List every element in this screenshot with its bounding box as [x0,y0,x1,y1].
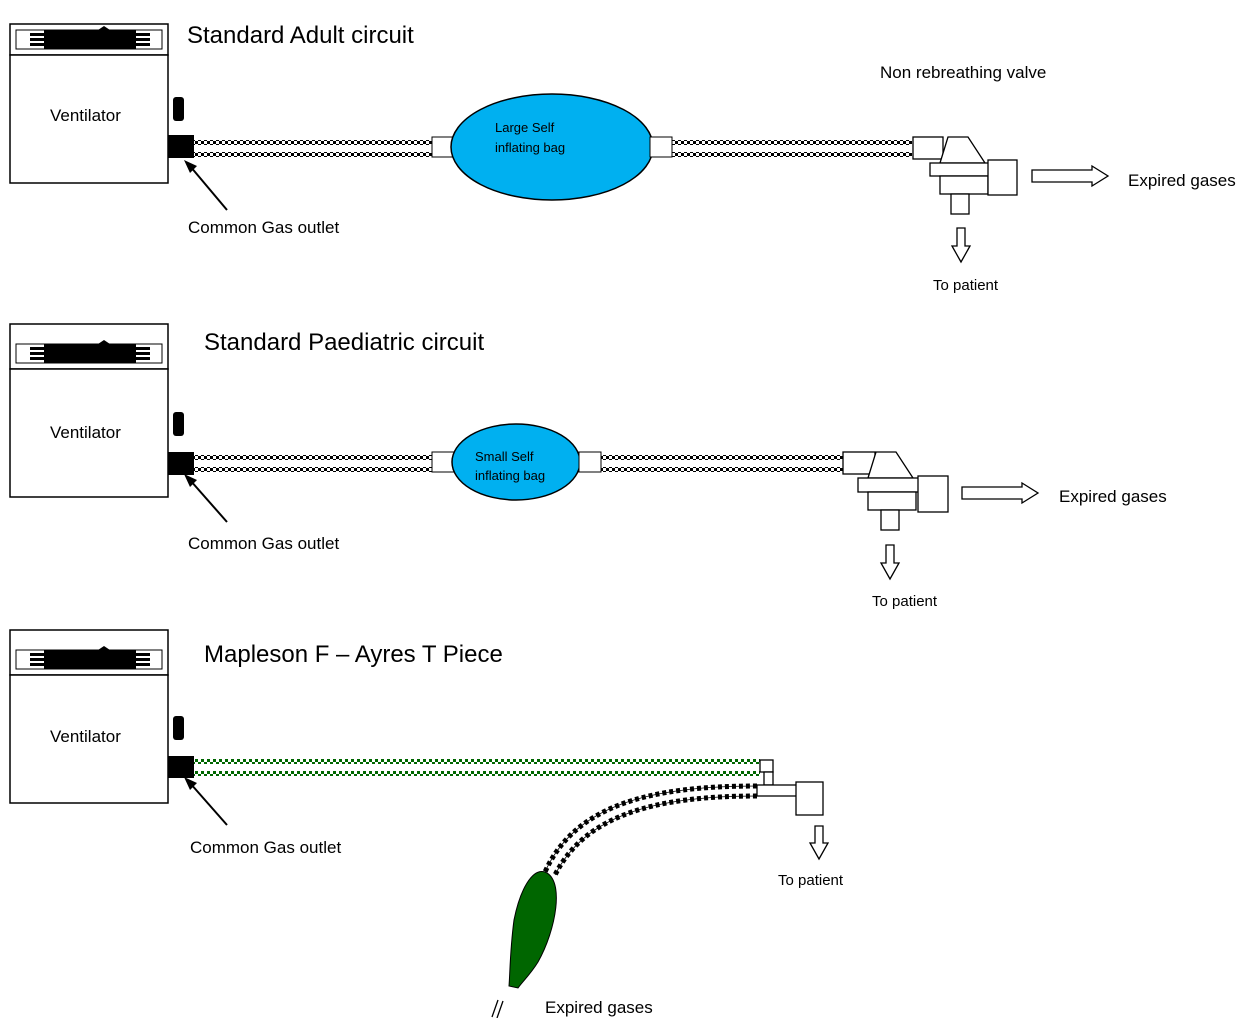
green-corrugated-tube [194,759,760,764]
corrugated-tube [601,455,843,460]
expired-label: Expired gases [1128,171,1236,190]
gas-outlet-label: Common Gas outlet [188,534,339,553]
ventilator-knob [173,97,184,121]
gas-outlet-label: Common Gas outlet [188,218,339,237]
expired-arrow-icon [961,481,1040,505]
adult-circuit-title: Standard Adult circuit [187,22,414,49]
paediatric-circuit-section: Standard Paediatric circuit Ventilator S… [9,323,1167,610]
adult-circuit-section: Standard Adult circuit Ventilator Large … [9,22,1236,294]
corrugated-tube [672,140,912,145]
patient-label: To patient [872,593,938,610]
bag-connector [431,451,455,473]
mapleson-reservoir-bag [508,871,557,989]
bellows-icon [44,26,136,49]
ventilator-label: Ventilator [50,423,121,442]
bag-label-line2: inflating bag [475,468,545,483]
pointer-arrow-icon [189,165,228,211]
ventilator-label: Ventilator [50,106,121,125]
corrugated-tube [194,140,432,145]
t-piece-connector [756,759,824,816]
bag-connector [649,136,673,158]
ventilator-knob [173,412,184,436]
common-gas-outlet-port [168,452,194,475]
gas-outlet-label: Common Gas outlet [190,838,341,857]
common-gas-outlet-port [168,756,194,778]
common-gas-outlet-port [168,135,194,158]
expired-label: Expired gases [545,998,653,1017]
ventilator-unit: Ventilator [9,23,194,184]
bag-label-line1: Large Self [495,120,555,135]
pointer-arrow-icon [189,782,228,826]
patient-label: To patient [933,277,999,294]
bag-label-line1: Small Self [475,449,534,464]
to-patient-arrow-icon [950,227,972,264]
ventilator-unit: Ventilator [9,629,194,804]
mapleson-f-section: Mapleson F – Ayres T Piece Ventilator [9,629,844,1018]
bag-connector [578,451,602,473]
non-rebreathing-valve [842,451,949,531]
ventilator-knob [173,716,184,740]
ventilator-unit: Ventilator [9,323,194,498]
pointer-arrow-icon [189,479,228,523]
corrugated-tube [194,455,432,460]
ventilator-label: Ventilator [50,727,121,746]
expired-label: Expired gases [1059,487,1167,506]
paediatric-circuit-title: Standard Paediatric circuit [204,329,484,356]
bellows-icon [44,340,136,363]
non-rebreathing-valve [912,136,1018,215]
bag-label-line2: inflating bag [495,140,565,155]
to-patient-arrow-icon [808,825,830,861]
mapleson-f-title: Mapleson F – Ayres T Piece [204,641,503,668]
to-patient-arrow-icon [879,544,901,581]
patient-label: To patient [778,872,844,889]
bellows-icon [44,646,136,669]
expired-arrow-icon [1031,164,1110,188]
valve-label: Non rebreathing valve [880,63,1046,82]
open-tail-icon [491,999,504,1018]
